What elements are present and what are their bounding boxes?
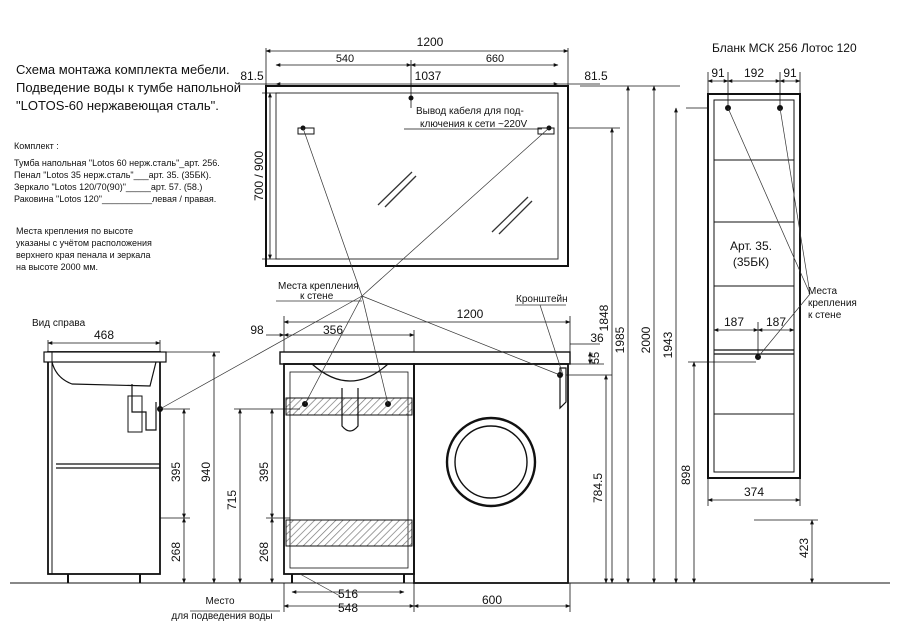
mount-wall-label-line2: к стене <box>300 291 334 302</box>
dim-mirror-inner: 1037 <box>415 69 442 83</box>
kit-item-2: Пенал "Lotos 35 нерж.сталь"___арт. 35. (… <box>14 170 212 180</box>
mount-note-line2: указаны с учётом расположения <box>16 238 152 248</box>
dim-side-depth: 468 <box>94 328 114 342</box>
pencil-case <box>707 93 801 479</box>
front-view <box>279 351 571 584</box>
side-view-label: Вид справа <box>32 318 86 329</box>
water-label-line2: для подведения воды <box>171 611 272 622</box>
pencil-mount-line1: Места <box>808 286 837 297</box>
pencil-dimensions <box>707 72 818 584</box>
dim-mirror-off-right: 81.5 <box>584 69 608 83</box>
dim-h1985: 1985 <box>613 326 627 353</box>
mount-leaders <box>159 127 566 612</box>
kit-heading: Комплект : <box>14 141 59 151</box>
dim-mirror-left: 540 <box>336 53 354 65</box>
dim-pencil-187a: 187 <box>724 315 744 329</box>
height-dimensions <box>568 85 756 584</box>
dim-h1848: 1848 <box>597 304 611 331</box>
dim-front-395: 395 <box>257 462 271 482</box>
mount-note-line4: на высоте 2000 мм. <box>16 262 99 272</box>
dim-pencil-187b: 187 <box>766 315 786 329</box>
dim-mirror-right: 660 <box>486 53 504 65</box>
side-view <box>43 351 167 583</box>
dim-front-7845: 784.5 <box>591 473 605 503</box>
dim-front-516: 516 <box>338 587 358 601</box>
dim-pencil-192: 192 <box>744 66 764 80</box>
pencil-mount-line2: крепления <box>808 298 857 309</box>
scheme-title-line3: "LOTOS-60 нержавеющая сталь". <box>16 98 219 113</box>
dim-pencil-91a: 91 <box>711 66 725 80</box>
dim-front-548: 548 <box>338 601 358 615</box>
dim-front-55: 55 <box>590 352 602 364</box>
dim-front-1200: 1200 <box>457 307 484 321</box>
kit-item-4: Раковина "Lotos 120"__________левая / пр… <box>14 194 217 204</box>
dim-pencil-height: 898 <box>679 465 693 485</box>
kit-item-3: Зеркало "Lotos 120/70(90)"_____арт. 57. … <box>14 182 203 192</box>
scheme-title-line1: Схема монтажа комплекта мебели. <box>16 62 230 77</box>
dim-side-940: 940 <box>199 462 213 482</box>
pencil-art-line1: Арт. 35. <box>730 239 772 253</box>
dim-front-356: 356 <box>323 323 343 337</box>
dim-h2000: 2000 <box>639 326 653 353</box>
dim-side-268: 268 <box>169 542 183 562</box>
dim-front-715: 715 <box>225 490 239 510</box>
side-dimensions <box>47 340 220 584</box>
pencil-art-line2: (35БК) <box>733 255 769 269</box>
dim-pencil-floor: 423 <box>797 538 811 558</box>
front-dimensions <box>234 316 612 612</box>
dim-h1943: 1943 <box>661 331 675 358</box>
scheme-title-line2: Подведение воды к тумбе напольной <box>16 80 242 95</box>
dim-front-36: 36 <box>590 331 604 345</box>
mount-wall-label-line1: Места крепления <box>278 281 359 292</box>
dim-side-395: 395 <box>169 462 183 482</box>
bracket-label: Кронштейн <box>516 294 568 305</box>
dim-front-600: 600 <box>482 593 502 607</box>
dim-pencil-91b: 91 <box>783 66 797 80</box>
mirror <box>265 85 569 267</box>
mount-note-line1: Места крепления по высоте <box>16 226 134 236</box>
water-label-line1: Место <box>205 596 234 607</box>
pencil-leaders <box>727 107 811 358</box>
cable-label-line2: ключения к сети ~220V <box>420 119 528 130</box>
dim-mirror-off-left: 81.5 <box>240 69 264 83</box>
mount-note-line3: верхнего края пенала и зеркала <box>16 250 151 260</box>
dim-mirror-width: 1200 <box>417 35 444 49</box>
mirror-dimensions <box>238 48 600 260</box>
kit-item-1: Тумба напольная "Lotos 60 нерж.сталь"_ар… <box>14 158 220 168</box>
dim-front-268: 268 <box>257 542 271 562</box>
pencil-mount-line3: к стене <box>808 310 842 321</box>
cable-label-line1: Вывод кабеля для под- <box>416 105 524 117</box>
dim-front-98: 98 <box>250 323 264 337</box>
dim-pencil-width: 374 <box>744 485 764 499</box>
dim-mirror-height: 700 / 900 <box>252 151 266 201</box>
form-title: Бланк МСК 256 Лотос 120 <box>712 41 857 55</box>
